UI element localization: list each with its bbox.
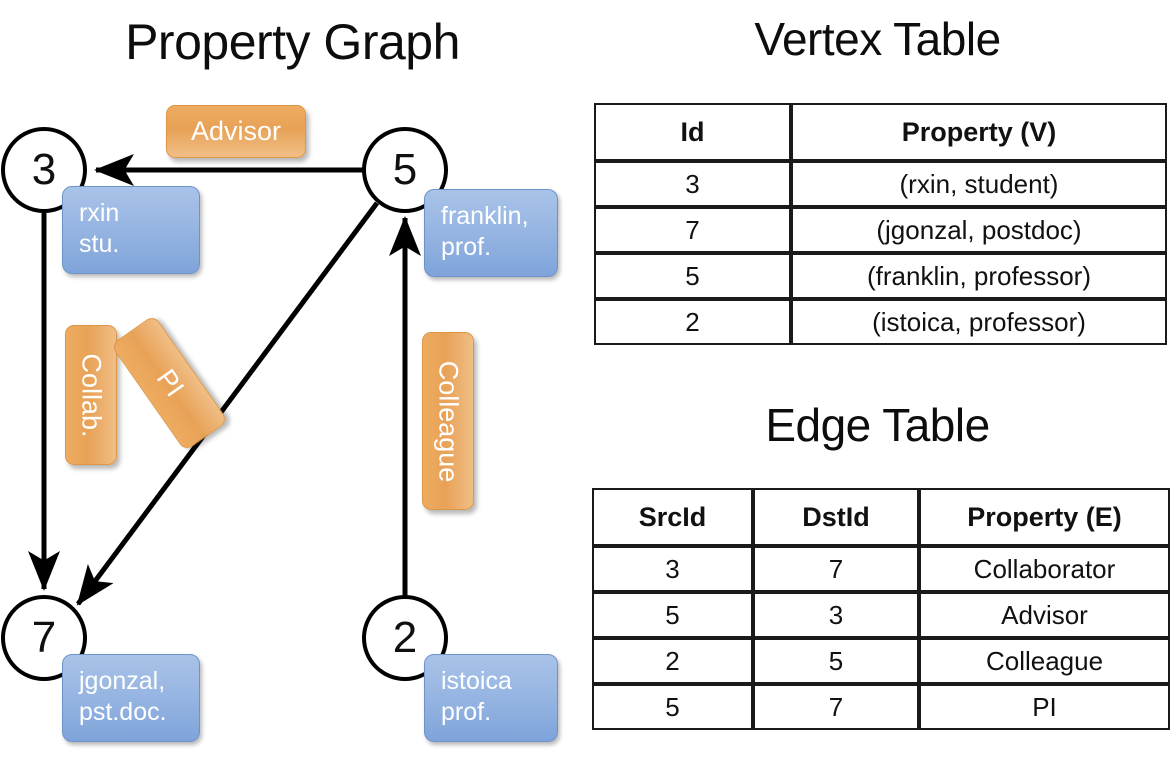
edge-cell-src: 3: [592, 546, 753, 592]
vertex-cell-id: 2: [594, 299, 791, 345]
graph-node-2[interactable]: 2: [362, 595, 448, 681]
vertex-table: Id Property (V) 3 (rxin, student) 7 (jgo…: [594, 103, 1167, 345]
edge-cell-dst: 7: [753, 684, 919, 730]
graph-node-7-label: 7: [31, 613, 57, 662]
table-row[interactable]: 5 (franklin, professor): [594, 253, 1167, 299]
edge-line-5-to-7: [75, 201, 380, 606]
table-row[interactable]: 2 5 Colleague: [592, 638, 1170, 684]
edge-label-colleague-text: Colleague: [433, 360, 464, 482]
vertex-table-header-row: Id Property (V): [594, 103, 1167, 161]
node-property-callout-3: rxin stu.: [62, 186, 200, 274]
edge-cell-property: Collaborator: [919, 546, 1170, 592]
page-title-vertex-table: Vertex Table: [754, 13, 1001, 65]
edge-label-collab: Collab.: [65, 325, 117, 465]
vertex-cell-id: 5: [594, 253, 791, 299]
vertex-cell-property: (franklin, professor): [791, 253, 1167, 299]
table-row[interactable]: 2 (istoica, professor): [594, 299, 1167, 345]
graph-node-2-label: 2: [392, 613, 418, 662]
table-row[interactable]: 3 7 Collaborator: [592, 546, 1170, 592]
graph-node-5-label: 5: [392, 145, 418, 194]
vertex-cell-property: (jgonzal, postdoc): [791, 207, 1167, 253]
vertex-cell-id: 3: [594, 161, 791, 207]
node-property-callout-2: istoica prof.: [424, 654, 558, 742]
table-row[interactable]: 3 (rxin, student): [594, 161, 1167, 207]
node-property-callout-5: franklin, prof.: [424, 189, 558, 277]
node-property-callout-7: jgonzal, pst.doc.: [62, 654, 200, 742]
graph-node-3-label: 3: [31, 145, 57, 194]
edge-table-header-srcid: SrcId: [592, 488, 753, 546]
edge-cell-property: Advisor: [919, 592, 1170, 638]
edge-cell-dst: 5: [753, 638, 919, 684]
edge-cell-property: Colleague: [919, 638, 1170, 684]
graph-node-5[interactable]: 5: [362, 127, 448, 213]
table-row[interactable]: 7 (jgonzal, postdoc): [594, 207, 1167, 253]
edge-table-header-dstid: DstId: [753, 488, 919, 546]
vertex-table-header-id: Id: [594, 103, 791, 161]
edge-table: SrcId DstId Property (E) 3 7 Collaborato…: [592, 488, 1170, 730]
edge-table-header-property: Property (E): [919, 488, 1170, 546]
edge-table-header-row: SrcId DstId Property (E): [592, 488, 1170, 546]
edge-cell-dst: 3: [753, 592, 919, 638]
vertex-table-header-property: Property (V): [791, 103, 1167, 161]
edge-label-colleague: Colleague: [422, 332, 474, 510]
edge-label-pi-text: PI: [150, 363, 190, 402]
edge-label-collab-text: Collab.: [76, 352, 107, 438]
table-row[interactable]: 5 7 PI: [592, 684, 1170, 730]
edge-cell-src: 5: [592, 592, 753, 638]
page-title-property-graph: Property Graph: [125, 14, 460, 70]
vertex-cell-property: (istoica, professor): [791, 299, 1167, 345]
page-title-edge-table: Edge Table: [765, 399, 990, 451]
vertex-cell-property: (rxin, student): [791, 161, 1167, 207]
table-row[interactable]: 5 3 Advisor: [592, 592, 1170, 638]
edge-cell-dst: 7: [753, 546, 919, 592]
edge-label-advisor-text: Advisor: [190, 116, 282, 146]
edge-cell-src: 5: [592, 684, 753, 730]
vertex-cell-id: 7: [594, 207, 791, 253]
edge-label-advisor: Advisor: [166, 105, 306, 158]
edge-cell-property: PI: [919, 684, 1170, 730]
graph-edge-lines: [28, 154, 421, 606]
property-graph-diagram: 3 5 7 2 rxin stu. franklin, prof. jgonza…: [1, 105, 558, 742]
edge-cell-src: 2: [592, 638, 753, 684]
